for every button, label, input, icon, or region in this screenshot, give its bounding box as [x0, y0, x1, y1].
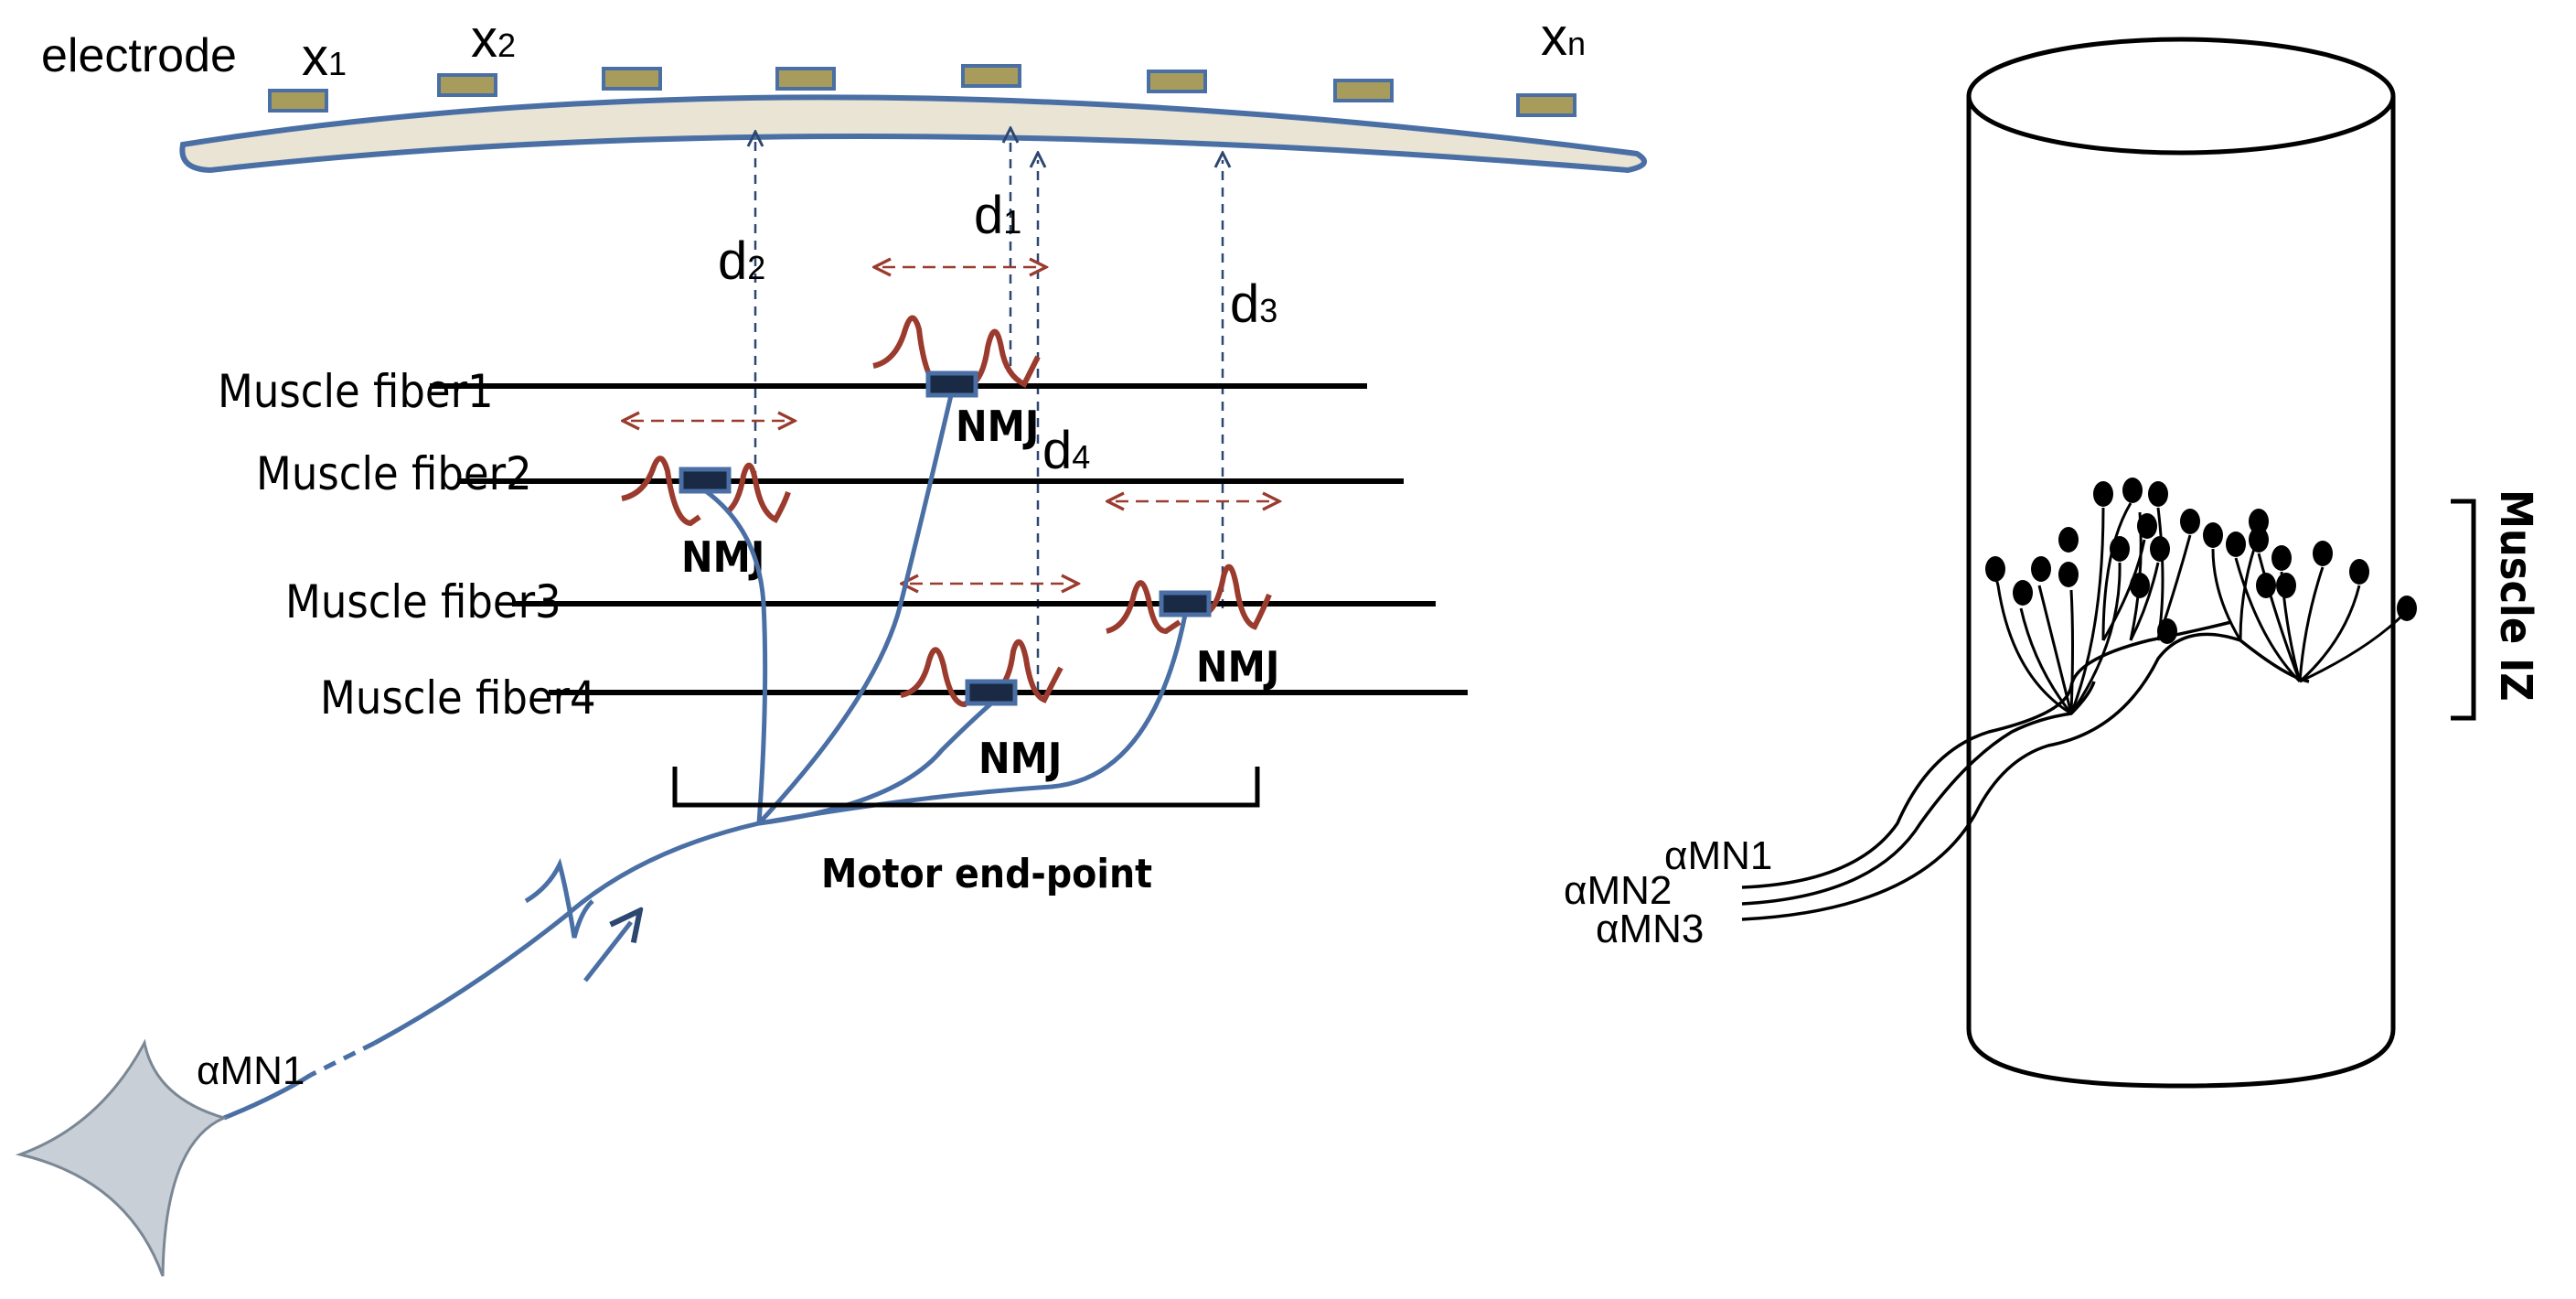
terminal-branch-2: [2019, 607, 2073, 714]
nerve-branch-2: [704, 488, 768, 824]
electrode-array: [179, 64, 1647, 174]
junction-dot-15: [2203, 522, 2223, 548]
junction-dot-12: [2130, 573, 2150, 598]
electrode-contact-5: [961, 64, 1021, 88]
amn3-right-label: αMN3: [1596, 907, 1704, 951]
junction-dot-1: [1985, 556, 2005, 582]
fiber4-label: Muscle fiber4: [320, 671, 596, 725]
xn-label: xn: [1541, 7, 1586, 67]
muscle-iz-bracket: [2451, 499, 2476, 721]
nmj-marker-4: [965, 679, 1018, 706]
junction-dot-10: [2150, 536, 2170, 562]
terminal-branch-6: [2069, 562, 2122, 714]
terminal-branch-3: [2037, 585, 2073, 714]
ap-waveform-fiber3: [1106, 564, 1272, 635]
nerve-branch-1: [757, 394, 954, 825]
conduction-arrow: [583, 922, 631, 982]
x1-label: x1: [302, 27, 347, 87]
propagation-arrows: [631, 267, 1271, 584]
electrode-strip: [179, 94, 1647, 174]
electrode-contact-7: [1333, 79, 1394, 102]
amn1-axon: [1741, 620, 2232, 889]
nerve-branch-4: [758, 614, 1188, 826]
d1-label: d1: [974, 186, 1021, 245]
terminal-branch-13: [2234, 557, 2302, 683]
nmj-label-1: NMJ: [956, 402, 1039, 451]
amn2-right-label: αMN2: [1564, 868, 1672, 913]
fiber3-label: Muscle fiber3: [285, 575, 561, 628]
amn1-right-label: αMN1: [1664, 833, 1772, 878]
fiber2-label: Muscle fiber2: [256, 447, 532, 500]
junction-dot-16: [2226, 531, 2246, 557]
nmj-label-4: NMJ: [978, 734, 1062, 783]
nmj-marker-1: [925, 370, 978, 398]
motor-axon-to-soma: [223, 1072, 313, 1121]
muscle-fibers: [430, 383, 1468, 695]
d3-label: d3: [1230, 274, 1277, 334]
cylinder-top: [1966, 37, 2396, 156]
d4-label: d4: [1042, 421, 1090, 480]
junction-dot-9: [2137, 513, 2157, 539]
motor-axon-dashed: [309, 1040, 377, 1078]
muscle-iz-label: Muscle IZ: [2490, 489, 2541, 702]
terminal-branch-16: [2298, 566, 2325, 682]
electrode-contact-3: [602, 67, 662, 91]
nmj-marker-3: [1159, 590, 1212, 617]
motor-axon: [373, 821, 760, 1046]
junction-dot-22: [2349, 559, 2369, 585]
muscle-cylinder: [1966, 37, 2396, 1089]
nmj-label-3: NMJ: [1196, 642, 1279, 692]
motor-end-point-label: Motor end-point: [821, 851, 1152, 897]
electrode-contact-4: [775, 67, 836, 91]
ap-waveform-fiber2: [621, 456, 791, 527]
motor-end-point-bracket: [672, 767, 1260, 808]
nerve-branches: [223, 394, 1188, 1121]
terminal-branch-4: [2069, 589, 2074, 714]
terminal-branch-18: [2299, 611, 2407, 683]
nmj-marker-2: [679, 467, 732, 494]
x2-label: x2: [471, 9, 516, 69]
amn3-axon: [1741, 632, 2310, 921]
ap-waveform-fiber4: [900, 639, 1064, 708]
electrode-contact-2: [437, 73, 497, 97]
junction-dot-8: [2122, 478, 2143, 503]
neuromuscular-junctions: [1985, 478, 2417, 644]
motor-neuron-soma: [15, 1038, 229, 1277]
terminal-branch-19: [2211, 548, 2242, 641]
electrode-label: electrode: [41, 29, 237, 82]
junction-dot-5: [2058, 527, 2079, 553]
cylinder-bottom: [1966, 1028, 2396, 1089]
junction-dot-4: [2058, 562, 2079, 587]
junction-dot-24: [2276, 573, 2296, 598]
electrode-contact-8: [1516, 93, 1577, 117]
terminal-branch-14: [2257, 553, 2302, 682]
electrode-contact-6: [1147, 70, 1207, 93]
junction-dot-23: [2397, 596, 2417, 621]
terminal-branch-7: [2101, 502, 2132, 641]
d2-label: d2: [718, 231, 765, 291]
nmj-label-2: NMJ: [681, 532, 764, 582]
junction-dot-3: [2031, 556, 2051, 582]
junction-dot-6: [2093, 481, 2113, 507]
junction-dot-13: [2180, 509, 2200, 534]
junction-dot-11: [2148, 481, 2168, 507]
junction-dot-17: [2249, 509, 2269, 534]
terminal-branch-17: [2298, 585, 2361, 683]
terminal-branch-9: [2129, 562, 2160, 641]
junction-dot-7: [2110, 536, 2130, 562]
junction-dot-2: [2013, 580, 2033, 606]
junction-dot-19: [2271, 545, 2292, 571]
electrode-contact-1: [268, 89, 328, 113]
terminal-branches: [1987, 502, 2407, 715]
terminal-branch-5: [2069, 507, 2105, 714]
nerve-spike: [524, 857, 594, 939]
junction-dot-18: [2249, 527, 2269, 553]
junction-dot-14: [2157, 618, 2177, 644]
fiber1-label: Muscle fiber1: [218, 365, 494, 418]
junction-dot-20: [2256, 573, 2276, 598]
amn1-left-label: αMN1: [197, 1048, 305, 1093]
junction-dot-21: [2313, 541, 2333, 566]
